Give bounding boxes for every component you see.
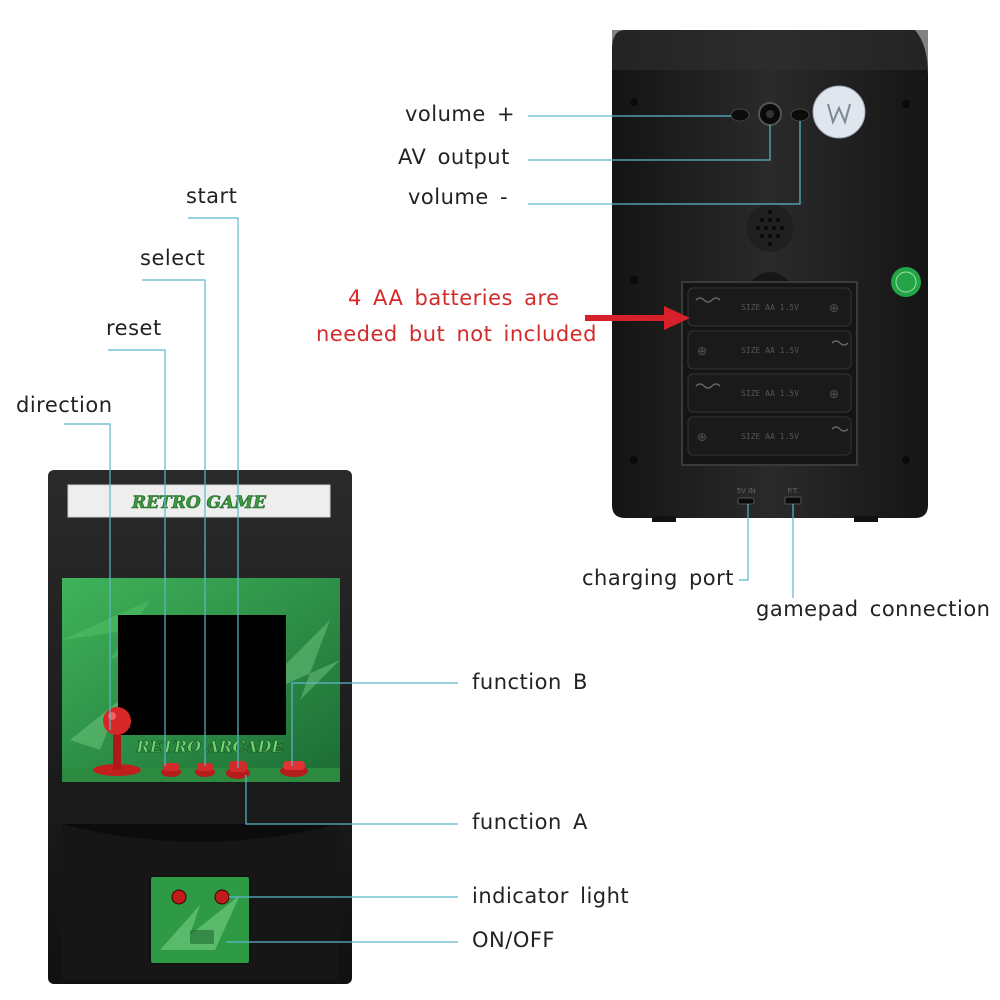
svg-text:⊕: ⊕ (697, 344, 707, 358)
back-view: SIZE AA 1.5V ⊕ SIZE AA 1.5V ⊕ SIZE AA 1.… (612, 30, 928, 522)
indicator-light (171, 889, 187, 905)
battery-slot-text: SIZE AA 1.5V (741, 303, 799, 312)
bezel-text: RETRO ARCADE (135, 737, 284, 756)
front-view: RETRO GAME RETRO ARCADE (48, 470, 352, 984)
label-gamepad-connection: gamepad connection (756, 597, 991, 621)
label-start: start (186, 184, 238, 208)
label-volume-minus: volume - (408, 185, 509, 209)
battery-compartment: SIZE AA 1.5V ⊕ SIZE AA 1.5V ⊕ SIZE AA 1.… (681, 272, 858, 466)
marquee (67, 484, 331, 518)
port-label-5v: 5V IN (737, 487, 756, 495)
label-select: select (140, 246, 206, 270)
select-button[interactable] (195, 763, 215, 777)
battery-slot-text: SIZE AA 1.5V (741, 346, 799, 355)
power-panel (149, 875, 251, 965)
reset-button[interactable] (161, 763, 181, 777)
battery-slot-text: SIZE AA 1.5V (741, 432, 799, 441)
port-label-pt: P.T. (787, 487, 798, 495)
start-button[interactable] (226, 761, 250, 779)
label-function-b: function B (472, 670, 588, 694)
qc-sticker (891, 267, 921, 297)
power-switch[interactable] (190, 930, 214, 944)
label-direction: direction (16, 393, 113, 417)
back-foot-right (854, 516, 878, 522)
label-reset: reset (106, 316, 162, 340)
label-function-a: function A (472, 810, 588, 834)
charging-port[interactable] (737, 497, 755, 505)
back-foot-left (652, 516, 676, 522)
volume-minus-button[interactable] (790, 108, 810, 122)
screw (902, 100, 910, 108)
speaker-grille (746, 204, 794, 252)
label-av-output: AV output (398, 145, 510, 169)
game-screen (118, 615, 286, 735)
label-on-off: ON/OFF (472, 928, 556, 952)
label-batteries-line2: needed but not included (316, 322, 597, 346)
battery-slot-text: SIZE AA 1.5V (741, 389, 799, 398)
svg-text:⊕: ⊕ (829, 301, 839, 315)
battery-slot: SIZE AA 1.5V ⊕ (687, 416, 852, 456)
battery-slot: SIZE AA 1.5V ⊕ (687, 287, 852, 327)
function-b-button[interactable] (280, 761, 308, 777)
volume-plus-button[interactable] (730, 108, 750, 122)
marquee-text: RETRO GAME (131, 493, 267, 513)
screw (630, 276, 638, 284)
hologram-sticker (812, 85, 866, 139)
label-charging-port: charging port (582, 566, 735, 590)
indicator-light (214, 889, 230, 905)
leader-lines (64, 115, 801, 943)
gamepad-port[interactable] (784, 496, 802, 505)
screw (630, 98, 638, 106)
label-batteries-line1: 4 AA batteries are (348, 286, 560, 310)
label-volume-plus: volume + (405, 102, 516, 126)
battery-slot: SIZE AA 1.5V ⊕ (687, 373, 852, 413)
screw (902, 456, 910, 464)
battery-slot: SIZE AA 1.5V ⊕ (687, 330, 852, 370)
label-indicator-light: indicator light (472, 884, 630, 908)
svg-text:⊕: ⊕ (829, 387, 839, 401)
joystick[interactable] (93, 707, 141, 776)
battery-arrow (585, 306, 690, 330)
screw (630, 456, 638, 464)
svg-text:⊕: ⊕ (697, 430, 707, 444)
